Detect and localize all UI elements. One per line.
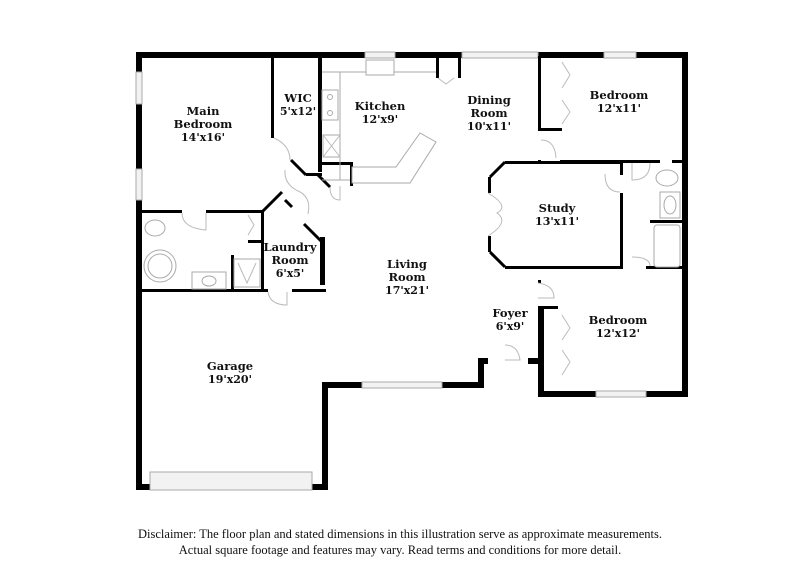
disclaimer-line-2: Actual square footage and features may v… (178, 543, 622, 557)
bathtub (653, 224, 681, 268)
fixtures (143, 59, 681, 290)
stove (321, 89, 339, 121)
room-label-dining-room: Dining Room 10'x11' (467, 93, 511, 134)
exterior-walls (136, 52, 688, 490)
room-label-study: Study 13'x11' (535, 201, 579, 229)
kitchen-island (351, 132, 437, 184)
room-label-bedroom-1: Bedroom 12'x11' (589, 88, 649, 116)
room-label-laundry-room: Laundry Room 6'x5' (263, 240, 317, 281)
room-label-bedroom-2: Bedroom 12'x12' (588, 313, 648, 341)
toilet (144, 219, 166, 237)
room-label-main-bedroom: Main Bedroom 14'x16' (173, 104, 233, 145)
room-label-kitchen: Kitchen 12'x9' (354, 99, 406, 127)
interior-walls (142, 56, 684, 309)
hall-toilet (655, 169, 679, 187)
room-label-wic: WIC 5'x12' (279, 91, 317, 119)
room-label-garage: Garage 19'x20' (206, 359, 254, 387)
kitchen-sink (365, 59, 395, 76)
door-swings (181, 61, 651, 376)
disclaimer-line-1: Disclaimer: The floor plan and stated di… (138, 527, 662, 541)
disclaimer: Disclaimer: The floor plan and stated di… (0, 526, 800, 558)
room-label-foyer: Foyer 6'x9' (492, 306, 528, 334)
windows (135, 51, 647, 491)
room-label-living-room: Living Room 17'x21' (385, 257, 429, 298)
